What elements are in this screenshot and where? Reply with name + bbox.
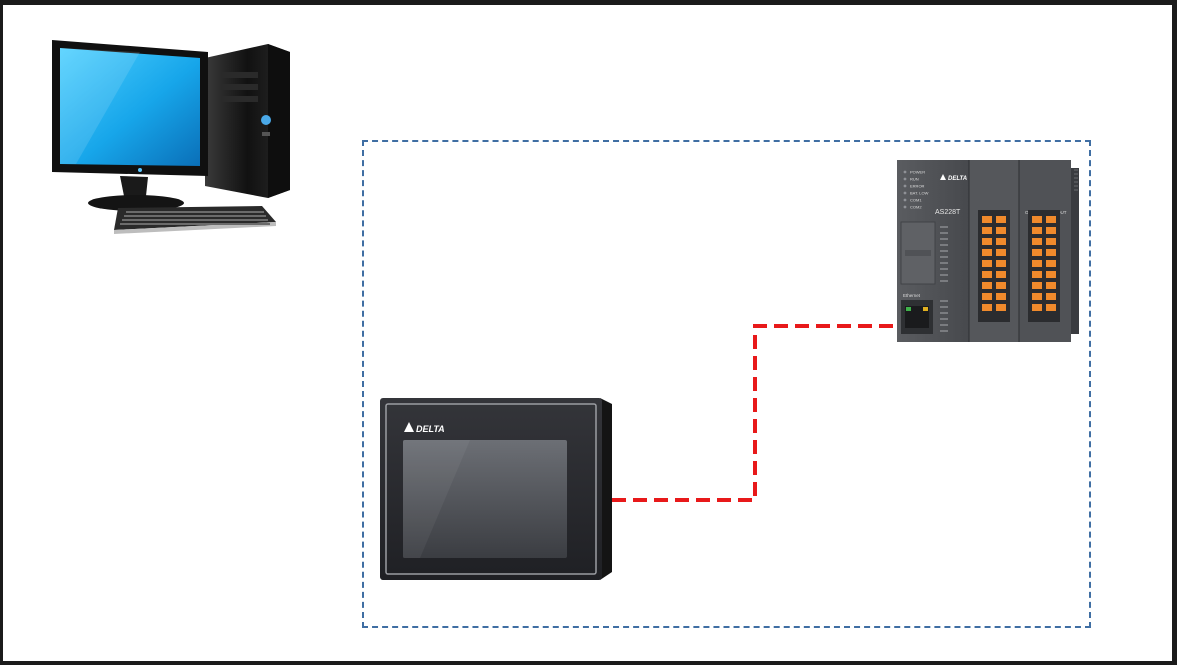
plc-led-label: BAT. LOW — [910, 191, 929, 196]
plc-port-label: Ethernet — [903, 293, 921, 298]
plc-led-label: ERROR — [910, 184, 925, 189]
plc-led-label: RUN — [910, 177, 919, 182]
desktop-computer-icon — [52, 40, 290, 234]
network-boundary — [362, 140, 1091, 628]
hmi-brand-label: DELTA — [416, 424, 445, 434]
plc-controller-icon: POWER RUN ERROR BAT. LOW COM1 COM2 DELTA… — [897, 160, 1079, 342]
plc-out-label: OUT — [1057, 210, 1067, 215]
plc-brand-label: DELTA — [948, 176, 967, 182]
ethernet-cable — [612, 324, 902, 502]
plc-led-label: COM1 — [910, 198, 922, 203]
plc-led-label: COM2 — [910, 205, 922, 210]
plc-model-label: AS228T — [935, 209, 961, 216]
hmi-touch-panel-icon: DELTA — [380, 398, 612, 580]
plc-led-label: POWER — [910, 170, 925, 175]
